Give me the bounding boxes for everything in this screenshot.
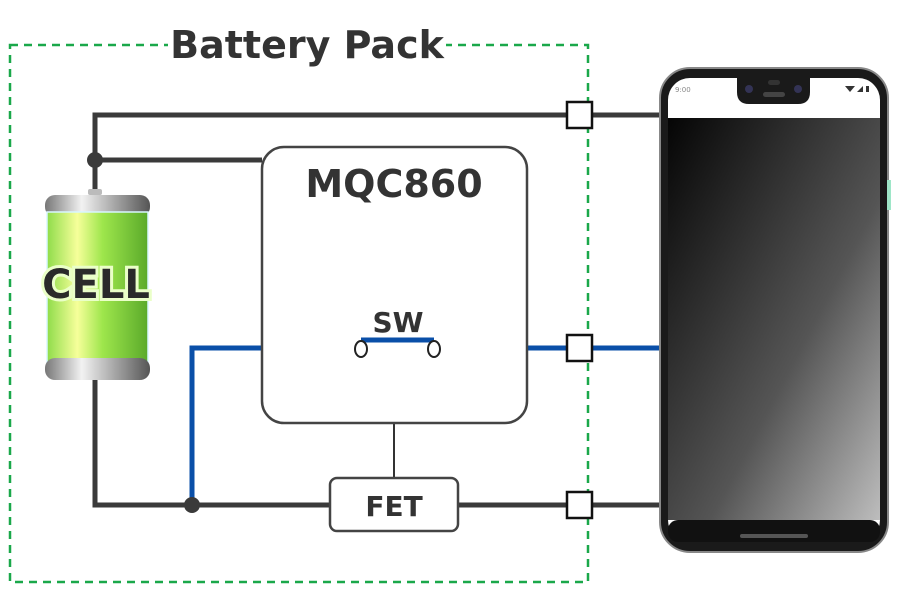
power-wires: [92, 112, 662, 508]
connector-terminal: [565, 490, 594, 520]
battery-pack-boundary: [8, 43, 590, 584]
junction-dot: [87, 152, 103, 168]
phone-status-time: 9:00: [675, 86, 691, 94]
smartphone-icon: 9:00: [659, 67, 891, 553]
connector-terminal: [565, 333, 594, 363]
battery-cell-icon: [45, 189, 150, 380]
mqc860-label: MQC860: [305, 162, 482, 206]
mqc860-ic: [260, 145, 529, 425]
switch-label: SW: [372, 306, 423, 339]
junction-dot: [184, 497, 200, 513]
fet-label: FET: [365, 490, 422, 523]
switch-contact: [427, 340, 441, 358]
switch-contact: [354, 340, 368, 358]
cell-label: CELL: [42, 262, 150, 308]
connector-terminal: [565, 100, 594, 130]
battery-pack-title: Battery Pack: [170, 23, 444, 67]
fet-box: [328, 476, 460, 533]
